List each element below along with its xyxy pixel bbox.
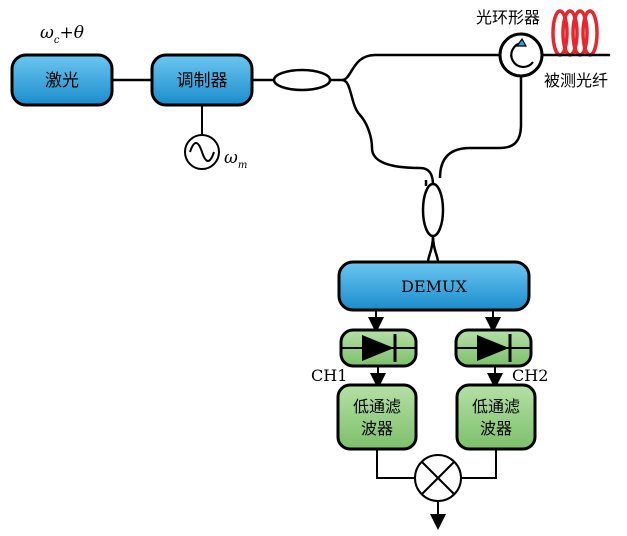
fiber-to-circulator xyxy=(341,53,500,82)
photodiode-ch1 xyxy=(339,328,418,368)
ch1-to-mixer-line xyxy=(376,449,415,479)
laser-label: 激光 xyxy=(45,71,79,91)
return-fiber-branch xyxy=(438,76,523,179)
lpf1-label-line2: 波器 xyxy=(361,419,393,438)
laser-block: 激光 xyxy=(10,53,114,107)
fiber-under-test-label: 被测光纤 xyxy=(544,71,608,90)
circulator-icon xyxy=(498,32,544,78)
rf-frequency-label: ωm xyxy=(224,148,247,171)
photodiode-ch2 xyxy=(454,328,533,368)
coupler-2-output-b xyxy=(431,235,440,263)
modulator-label: 调制器 xyxy=(177,71,228,91)
reference-fiber-branch xyxy=(341,78,435,186)
photodiode-icon xyxy=(362,335,394,361)
demux-block: DEMUX xyxy=(337,260,531,312)
circulator-label: 光环形器 xyxy=(476,8,540,27)
demux-label: DEMUX xyxy=(401,277,467,296)
lpf2-label-line2: 波器 xyxy=(480,419,512,438)
photodiode-icon xyxy=(477,335,509,361)
lpf2-label-line1: 低通滤 xyxy=(472,397,520,416)
coupler-2-icon xyxy=(421,182,445,238)
modulator-block: 调制器 xyxy=(150,53,254,107)
sine-wave-source-icon xyxy=(184,134,220,170)
lowpass-filter-ch2: 低通滤 波器 xyxy=(455,383,537,451)
fiber-coil-icon xyxy=(551,9,599,57)
ch2-to-mixer-line xyxy=(461,449,497,479)
ch2-label: CH2 xyxy=(512,366,548,385)
mixer-icon xyxy=(414,454,462,502)
lowpass-filter-ch1: 低通滤 波器 xyxy=(336,383,418,451)
ch1-label: CH1 xyxy=(311,366,347,385)
carrier-frequency-label: ωc+θ xyxy=(40,23,84,46)
coupler-1-icon xyxy=(272,68,332,92)
lpf1-label-line1: 低通滤 xyxy=(353,397,401,416)
